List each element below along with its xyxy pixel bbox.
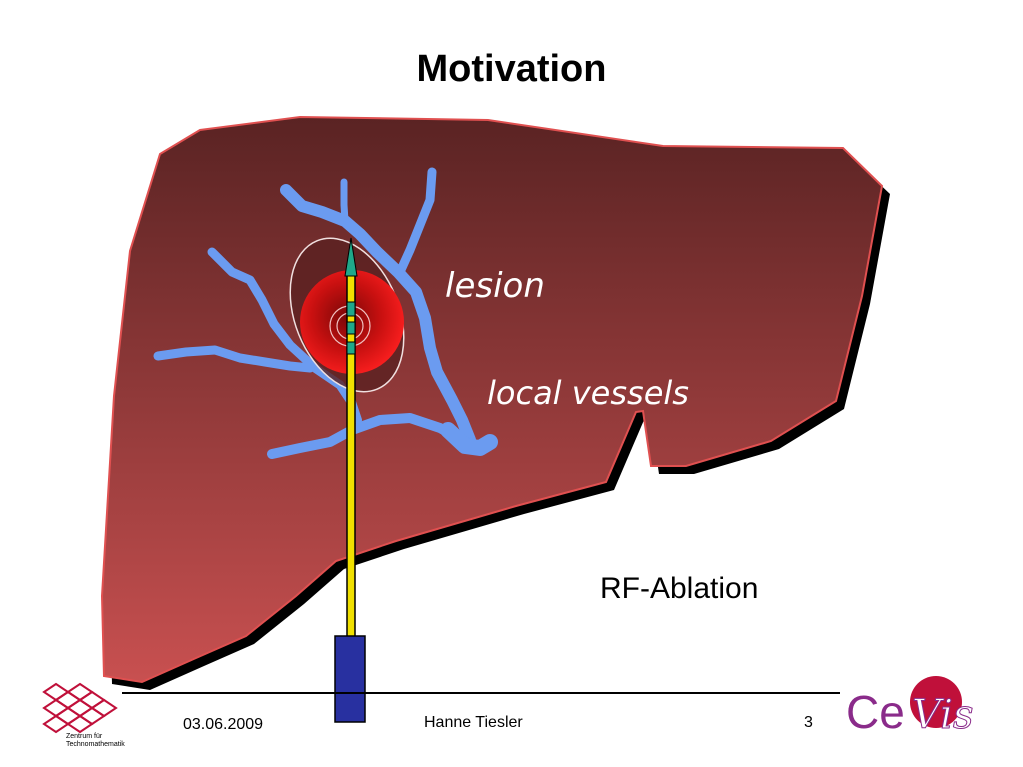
- vessel-network: [153, 167, 498, 459]
- slide-title: Motivation: [416, 48, 607, 90]
- ablation-needle: [334, 237, 366, 723]
- zentrum-logo: [42, 682, 118, 734]
- vessel-outflow: [440, 422, 498, 456]
- needle-tip: [344, 237, 358, 277]
- lesion-label: lesion: [445, 266, 545, 306]
- rf-ablation-label: RF-Ablation: [600, 572, 759, 605]
- vessel-upper-right: [395, 167, 437, 277]
- zentrum-logo-line2: Technomathematik: [66, 741, 125, 748]
- vessel-left-lower: [153, 345, 315, 373]
- vessel-main: [280, 184, 476, 446]
- liver-shape: [100, 115, 884, 684]
- zentrum-logo-line1: Zentrum für: [66, 733, 103, 740]
- footer-author: Hanne Tiesler: [424, 714, 523, 731]
- local-vessels-label: local vessels: [487, 374, 689, 412]
- needle-handle: [334, 635, 366, 723]
- page-number: 3: [804, 714, 813, 731]
- cevis-logo-vis: Vis: [912, 692, 974, 738]
- cevis-logo-circle: [910, 676, 962, 728]
- cevis-logo-ce: Ce: [846, 686, 905, 738]
- vessel-top-center: [340, 178, 349, 225]
- needle-electrode-1: [346, 301, 356, 317]
- needle-electrode-2: [346, 321, 356, 335]
- footer-date: 03.06.2009: [183, 716, 264, 733]
- zentrum-logo-text: Zentrum für Technomathematik: [66, 733, 156, 749]
- needle-electrode-3: [346, 341, 356, 355]
- footer-divider: [122, 692, 840, 694]
- cevis-logo: Ce Vis: [846, 676, 974, 739]
